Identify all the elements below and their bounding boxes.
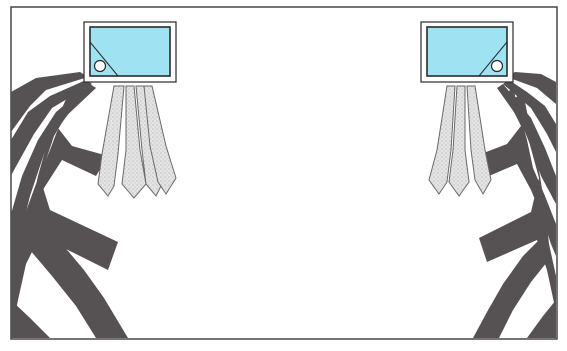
circle-icon <box>490 59 504 73</box>
right-light-band-1 <box>466 85 492 196</box>
left-light-band-1 <box>97 85 125 197</box>
left-light-band-4 <box>143 85 177 195</box>
left-dark-bands <box>11 72 128 338</box>
right-display-unit <box>420 21 514 83</box>
left-group <box>11 21 177 338</box>
left-dark-band-1 <box>11 72 88 132</box>
right-dark-band-5 <box>479 92 556 312</box>
left-display-unit <box>83 21 177 83</box>
left-dark-band-2 <box>11 80 92 176</box>
right-dark-band-2 <box>503 80 556 152</box>
right-device-divider <box>478 41 508 77</box>
right-dark-band-6 <box>473 240 547 338</box>
left-light-band-2 <box>121 85 147 199</box>
right-light-band-3 <box>428 85 456 195</box>
left-dark-band-7 <box>11 300 50 338</box>
right-dark-band-3 <box>497 84 556 204</box>
left-device-divider <box>89 41 119 77</box>
left-dark-band-3 <box>11 84 96 262</box>
left-light-bands <box>97 85 177 199</box>
right-dark-bands <box>473 72 556 338</box>
right-light-band-2 <box>448 85 470 197</box>
right-dark-band-4 <box>481 88 556 256</box>
left-dark-band-6 <box>30 214 128 338</box>
right-light-bands <box>428 85 492 197</box>
circle-icon <box>93 59 107 73</box>
left-dark-band-5 <box>11 90 118 326</box>
right-group <box>420 21 556 338</box>
right-dark-band-7 <box>527 300 556 338</box>
right-dark-band-1 <box>507 72 556 104</box>
